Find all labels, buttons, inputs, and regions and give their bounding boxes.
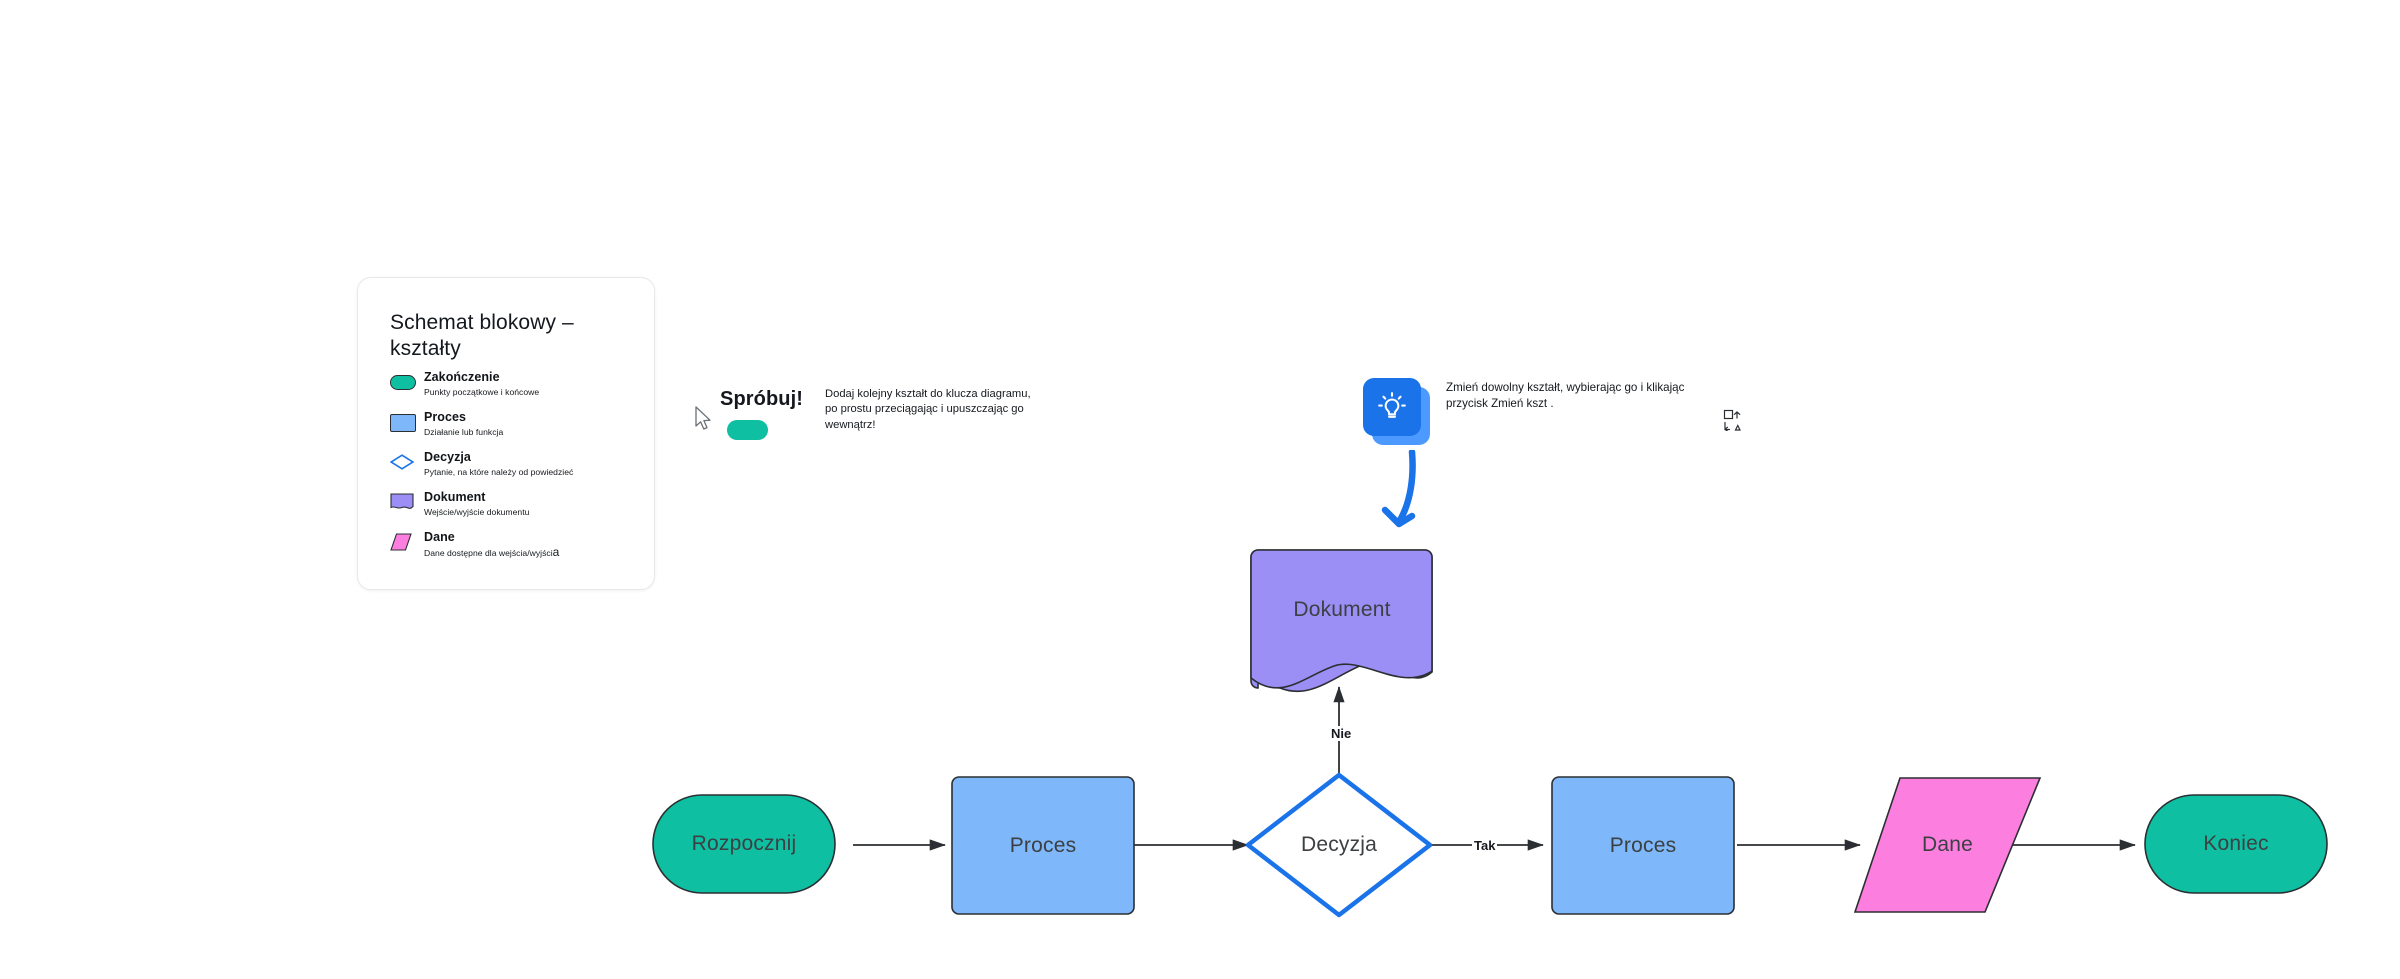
legend-card[interactable]: Schemat blokowy – kształty Zakończenie P… [357, 277, 655, 590]
node-koniec-label: Koniec [2203, 832, 2269, 855]
legend-item-name: Proces [424, 410, 466, 424]
legend-item-desc: Dane dostępne dla wejścia/wyjścia [424, 545, 560, 559]
legend-item-desc: Wejście/wyjście dokumentu [424, 507, 530, 517]
hint-try-body: Dodaj kolejny kształt do klucza diagramu… [825, 388, 1031, 431]
decision-shape-icon [389, 454, 415, 470]
legend-item-desc: Punkty początkowe i końcowe [424, 387, 540, 397]
legend-item-desc: Działanie lub funkcja [424, 427, 504, 437]
lightbulb-tile[interactable] [1363, 378, 1421, 436]
legend-item-name: Zakończenie [424, 370, 500, 384]
node-dane-label: Dane [1921, 833, 1973, 856]
node-dokument[interactable] [1250, 549, 1433, 693]
legend-item-terminator[interactable]: Zakończenie Punkty początkowe i końcowe [390, 370, 630, 410]
hint-try-swatch[interactable] [727, 420, 768, 440]
legend-item-name: Dane [424, 530, 455, 544]
legend-item-document[interactable]: Dokument Wejście/wyjście dokumentu [390, 490, 630, 530]
hint-bulb: Zmień dowolny kształt, wybierając go i k… [1363, 378, 1763, 558]
change-shape-icon [1723, 409, 1747, 432]
hint-bulb-body: Zmień dowolny kształt, wybierając go i k… [1446, 381, 1685, 410]
edge-label-nie: Nie [1329, 726, 1354, 741]
node-proces1[interactable] [951, 776, 1135, 915]
node-proces1-label: Proces [1009, 833, 1077, 857]
hint-try-title: Spróbuj! [720, 388, 804, 410]
node-start-label: Rozpocznij [691, 832, 797, 855]
document-shape-icon [390, 493, 414, 509]
legend-item-name: Dokument [424, 490, 486, 504]
edge-label-tak: Tak [1472, 838, 1498, 853]
hint-try: Spróbuj! Dodaj kolejny kształt do klucza… [694, 388, 1254, 468]
node-decyzja-label: Decyzja [1300, 833, 1378, 856]
node-start[interactable] [652, 794, 836, 894]
legend-item-process[interactable]: Proces Działanie lub funkcja [390, 410, 630, 450]
mouse-cursor-icon [694, 406, 716, 434]
legend-item-decision[interactable]: Decyzja Pytanie, na które należy od powi… [389, 450, 630, 490]
node-dokument-outline [1250, 549, 1433, 689]
node-proces2[interactable] [1551, 776, 1735, 915]
process-shape-icon [390, 414, 416, 432]
node-proces2-label: Proces [1609, 833, 1677, 857]
data-shape-icon [390, 533, 414, 551]
node-koniec[interactable] [2144, 794, 2328, 894]
legend-item-name: Decyzja [424, 450, 471, 464]
terminator-shape-icon [390, 375, 416, 390]
legend-item-desc: Pytanie, na które należy od powiedzieć [424, 467, 574, 477]
legend-item-data[interactable]: Dane Dane dostępne dla wejścia/wyjścia [390, 530, 630, 570]
node-dane[interactable] [1853, 777, 2042, 913]
legend-list: Zakończenie Punkty początkowe i końcowe … [389, 370, 630, 570]
legend-title: Schemat blokowy – kształty [390, 311, 574, 360]
node-decyzja[interactable] [1245, 772, 1433, 918]
bulb-pointer-arrow [1381, 450, 1416, 528]
